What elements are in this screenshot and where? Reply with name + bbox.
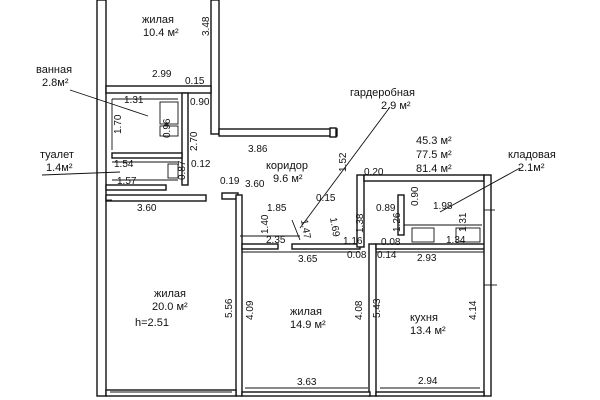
dim-label: 3.86 bbox=[248, 144, 268, 155]
dim-label: 1.69 bbox=[327, 217, 341, 239]
walls bbox=[96, 0, 492, 397]
dim-label: 1.38 bbox=[355, 213, 366, 233]
dim-label: 2.93 bbox=[417, 253, 437, 264]
room-height-living-big: h=2.51 bbox=[135, 317, 169, 329]
room-name-living-big: жилая bbox=[154, 288, 186, 300]
room-name-wardrobe: гардеробная bbox=[350, 87, 415, 99]
stove bbox=[411, 227, 435, 243]
room-name-living-top: жилая bbox=[142, 14, 174, 26]
dim-label: 1.70 bbox=[113, 114, 124, 134]
room-labels: жилая 10.4 м² ванная 2.8м² туалет 1.4м² … bbox=[36, 14, 556, 337]
dim-label: 1.31 bbox=[124, 95, 144, 106]
kitchen-sink bbox=[455, 227, 481, 243]
room-area-living-mid: 14.9 м² bbox=[290, 319, 326, 331]
dim-label: 0.96 bbox=[162, 118, 173, 138]
dimension-labels: 3.48 2.99 0.15 1.31 0.90 1.70 0.96 2.70 … bbox=[113, 16, 479, 388]
dim-label: 1.54 bbox=[114, 159, 134, 170]
dim-label: 4.09 bbox=[245, 300, 256, 320]
room-area-toilet: 1.4м² bbox=[46, 162, 73, 174]
room-area-kitchen: 13.4 м² bbox=[410, 325, 446, 337]
room-name-living-mid: жилая bbox=[290, 306, 322, 318]
dim-label: 3.60 bbox=[137, 203, 157, 214]
sink bbox=[159, 125, 179, 137]
total-area-living: 45.3 м² bbox=[416, 135, 452, 147]
dim-label: 0.15 bbox=[185, 76, 205, 87]
dim-label: 0.89 bbox=[376, 203, 396, 214]
dim-label: 1.40 bbox=[260, 214, 271, 234]
room-area-storage: 2.1м² bbox=[518, 162, 545, 174]
room-name-storage: кладовая bbox=[508, 149, 556, 161]
room-name-bathroom: ванная bbox=[36, 64, 72, 76]
toilet-bowl bbox=[167, 163, 179, 179]
dim-label: 0.90 bbox=[410, 186, 421, 206]
dim-label: 3.48 bbox=[201, 16, 212, 36]
dim-label: 3.60 bbox=[245, 179, 265, 190]
room-name-toilet: туалет bbox=[40, 149, 74, 161]
room-area-living-top: 10.4 м² bbox=[143, 27, 179, 39]
dim-label: 4.14 bbox=[468, 300, 479, 320]
dim-label: 0.87 bbox=[177, 160, 188, 180]
dim-label: 5.56 bbox=[224, 298, 235, 318]
dim-label: 1.98 bbox=[433, 201, 453, 212]
dim-label: 1.57 bbox=[117, 176, 137, 187]
dim-label: 4.08 bbox=[354, 300, 365, 320]
dim-label: 0.08 bbox=[381, 237, 401, 248]
room-area-living-big: 20.0 м² bbox=[152, 301, 188, 313]
room-name-kitchen: кухня bbox=[410, 312, 438, 324]
dim-label: 0.90 bbox=[190, 97, 210, 108]
detail-lines bbox=[41, 89, 521, 393]
dim-label: 0.14 bbox=[377, 250, 397, 261]
bathtub bbox=[159, 101, 179, 125]
fixtures bbox=[159, 101, 481, 243]
total-area-general: 77.5 м² bbox=[416, 149, 452, 161]
dim-label: 1.47 bbox=[298, 219, 312, 241]
dim-label: 2.70 bbox=[189, 131, 200, 151]
room-area-corridor: 9.6 м² bbox=[273, 173, 303, 185]
dim-label: 0.12 bbox=[191, 159, 211, 170]
dim-label: 0.19 bbox=[220, 176, 240, 187]
total-area-with-balcony: 81.4 м² bbox=[416, 163, 452, 175]
dim-label: 1.26 bbox=[392, 212, 403, 232]
room-area-bathroom: 2.8м² bbox=[42, 77, 69, 89]
dim-label: 0.20 bbox=[364, 167, 384, 178]
dim-label: 0.15 bbox=[316, 193, 336, 204]
dim-label: 3.65 bbox=[298, 254, 318, 265]
dim-label: 2.35 bbox=[266, 235, 286, 246]
dim-label: 1.34 bbox=[446, 235, 466, 246]
dim-label: 3.63 bbox=[297, 377, 317, 388]
dim-label: 1.85 bbox=[267, 203, 287, 214]
room-name-corridor: коридор bbox=[266, 160, 308, 172]
area-totals: 45.3 м² 77.5 м² 81.4 м² bbox=[416, 135, 452, 175]
dim-label: 2.99 bbox=[152, 69, 172, 80]
room-area-wardrobe: 2.9 м² bbox=[381, 100, 411, 112]
dim-label: 1.52 bbox=[338, 152, 349, 172]
dim-label: 5.43 bbox=[372, 298, 383, 318]
dim-label: 1.16 bbox=[343, 236, 363, 247]
dim-label: 0.08 bbox=[347, 250, 367, 261]
dim-label: 1.31 bbox=[458, 212, 469, 232]
dim-label: 2.94 bbox=[418, 376, 438, 387]
